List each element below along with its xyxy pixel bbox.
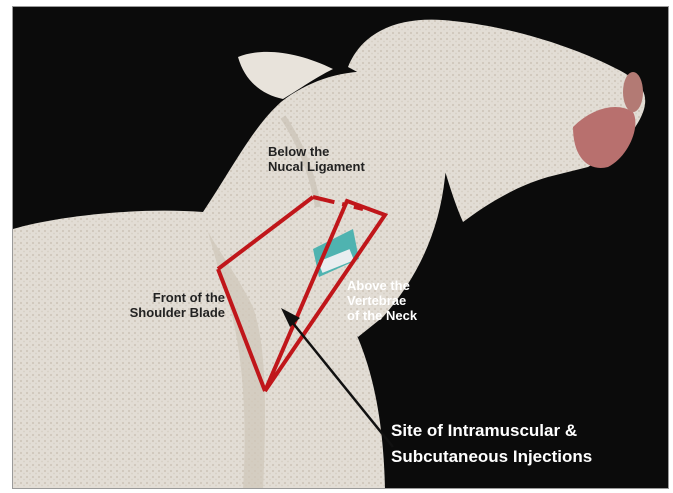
label-injection-site: Site of Intramuscular & Subcutaneous Inj… [391,418,592,471]
photo-frame: Below the Nucal Ligament Front of the Sh… [12,6,669,489]
label-line: Shoulder Blade [115,306,225,321]
label-line: of the Neck [347,309,417,324]
label-line: Vertebrae [347,294,417,309]
label-above-vertebrae: Above the Vertebrae of the Neck [347,279,417,324]
label-below-nucal-ligament: Below the Nucal Ligament [268,145,365,175]
sheep-photo [13,7,669,489]
label-line: Site of Intramuscular & [391,418,592,444]
label-line: Subcutaneous Injections [391,444,592,470]
label-front-of-shoulder-blade: Front of the Shoulder Blade [115,291,225,321]
label-line: Above the [347,279,417,294]
label-line: Front of the [115,291,225,306]
label-line: Nucal Ligament [268,160,365,175]
label-line: Below the [268,145,365,160]
